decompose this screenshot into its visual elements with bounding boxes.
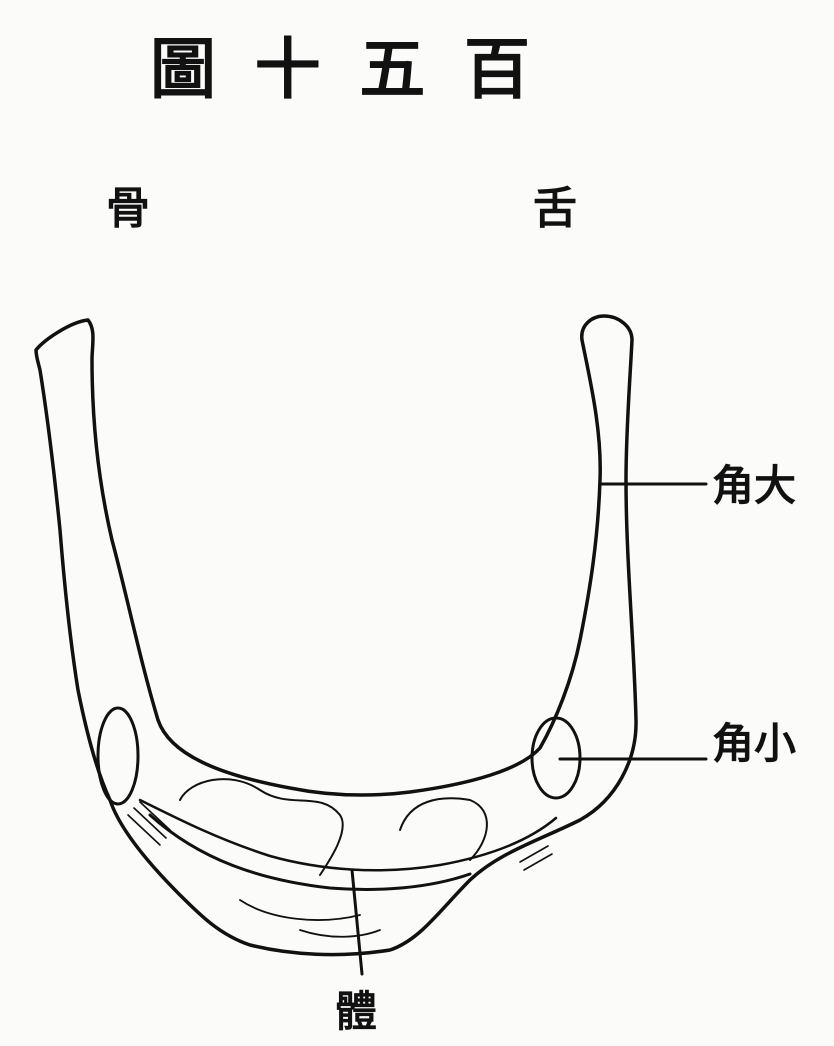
surface-detail-2 (400, 798, 487, 860)
left-lesser-horn (98, 708, 138, 804)
hyoid-outline (36, 316, 636, 955)
hatch-right (520, 846, 552, 870)
label-body: 體 (335, 978, 377, 1039)
body-inner-curve (140, 800, 556, 870)
label-greater-horn: 角大 (712, 452, 796, 513)
label-lesser-horn: 角小 (712, 710, 796, 771)
hatch-left (128, 802, 170, 845)
body-ridge (150, 815, 470, 889)
body-leader (352, 870, 362, 974)
